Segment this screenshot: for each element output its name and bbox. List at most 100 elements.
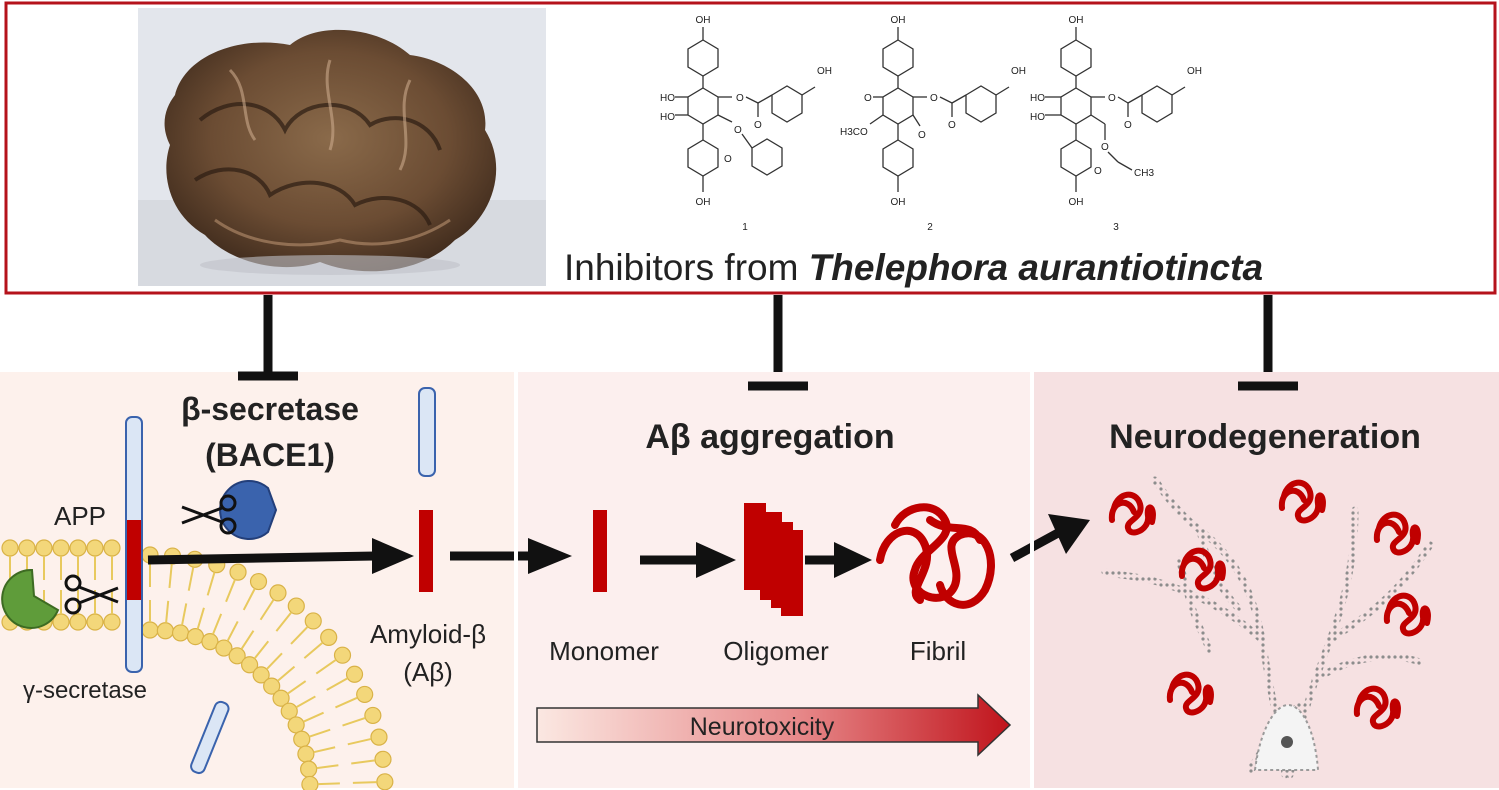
atom-label: OH <box>891 15 906 26</box>
lipid-head <box>374 750 392 768</box>
lipid-head <box>18 539 36 557</box>
atom-label: O <box>930 93 938 104</box>
fibril-icon <box>876 503 995 609</box>
atom-label: O <box>736 93 744 104</box>
atom-label: HO <box>660 112 675 123</box>
lipid-head <box>69 539 87 557</box>
app-protein <box>125 416 143 673</box>
atom-label: O <box>1124 120 1132 131</box>
lipid-head <box>345 665 364 683</box>
amyloid-plaque-icon <box>1278 479 1326 524</box>
atom-label: OH <box>1069 15 1084 26</box>
lipid-head <box>249 572 268 591</box>
atom-label: O <box>918 130 926 141</box>
compound-number: 2 <box>927 222 933 233</box>
panel-aggregation-title: Aβ aggregation <box>645 418 894 456</box>
panel-neurodegeneration-title: Neurodegeneration <box>1109 418 1421 456</box>
lipid-head <box>171 624 190 642</box>
lipid-head <box>52 539 70 557</box>
atom-label: O <box>1094 166 1102 177</box>
lipid-head <box>301 775 319 790</box>
atom-label: O <box>1101 142 1109 153</box>
atom-label: HO <box>660 93 675 104</box>
amyloid-plaque-icon <box>1166 671 1214 716</box>
lipid-head <box>293 730 311 748</box>
neuron-nucleus <box>1281 736 1293 748</box>
panel-neurodegeneration-bg <box>1034 372 1499 788</box>
atom-label: OH <box>696 197 711 208</box>
lipid-head <box>186 627 205 646</box>
lipid-head <box>86 613 104 631</box>
app-label: APP <box>54 501 106 531</box>
atom-label: H3CO <box>840 127 868 138</box>
atom-label: OH <box>1011 66 1026 77</box>
lipid-head <box>287 597 305 615</box>
compound-number: 1 <box>742 222 748 233</box>
cleaved-app-fragment <box>418 387 436 477</box>
neurotoxicity-arrow <box>536 693 1012 757</box>
atom-label: OH <box>1069 197 1084 208</box>
compound-3-structure: OH O O OH HO HO O O CH3 OH 3 <box>1030 15 1202 233</box>
scissors-icon <box>181 494 237 535</box>
atom-label: OH <box>696 15 711 26</box>
amyloid-plaques <box>1108 479 1431 730</box>
amyloid-plaque-icon <box>1383 592 1431 637</box>
amyloid-label-line2: (Aβ) <box>403 657 453 687</box>
amyloid-plaque-icon <box>1178 547 1226 592</box>
atom-label: O <box>754 120 762 131</box>
oligomer-icon <box>744 503 803 616</box>
amyloid-plaque-icon <box>1373 511 1421 556</box>
atom-label: HO <box>1030 112 1045 123</box>
atom-label: O <box>1108 93 1116 104</box>
lipid-head <box>370 728 388 746</box>
panel-bace1-title-line2: (BACE1) <box>205 437 335 473</box>
cell-membrane <box>1 539 394 790</box>
atom-label: O <box>724 154 732 165</box>
atom-label: OH <box>817 66 832 77</box>
lipid-head <box>300 760 318 778</box>
atom-label: OH <box>891 197 906 208</box>
amyloid-beta-peptide <box>419 510 433 592</box>
lipid-head <box>252 666 270 684</box>
panel-bace1-title-line1: β-secretase <box>181 391 359 427</box>
lipid-head <box>364 706 382 725</box>
atom-label: OH <box>1187 66 1202 77</box>
gamma-secretase-enzyme-icon <box>1 568 60 629</box>
compound-number: 3 <box>1113 222 1119 233</box>
lipid-head <box>103 613 121 631</box>
lipid-head <box>333 646 352 664</box>
lipid-head <box>156 622 174 640</box>
mushroom-photo <box>138 8 546 286</box>
neurotoxicity-label: Neurotoxicity <box>690 713 835 741</box>
lipid-head <box>263 677 281 695</box>
lipid-head <box>320 628 338 646</box>
monomer-icon <box>593 510 607 592</box>
lipid-head <box>69 613 87 631</box>
scissors-icon <box>64 574 119 615</box>
atom-label: O <box>948 120 956 131</box>
stage-label-oligomer: Oligomer <box>723 636 829 666</box>
lipid-head <box>280 702 298 720</box>
lipid-head <box>35 539 53 557</box>
lipid-head <box>297 745 315 763</box>
lipid-head <box>287 716 305 734</box>
lipid-head <box>269 584 287 602</box>
amyloid-plaque-icon <box>1353 685 1401 730</box>
lipid-head <box>356 685 374 704</box>
lipid-head <box>304 612 322 630</box>
compound-2-structure: OH O O OH O H3CO O OH 2 <box>840 15 1026 233</box>
lipid-head <box>215 639 233 657</box>
lipid-head <box>103 539 121 557</box>
gamma-secretase-label: γ-secretase <box>23 677 147 704</box>
process-arrows <box>147 514 1090 578</box>
atom-label: CH3 <box>1134 168 1154 179</box>
atom-label: HO <box>1030 93 1045 104</box>
amyloid-plaque-icon <box>1108 491 1156 536</box>
atom-label: O <box>864 93 872 104</box>
lipid-head <box>228 647 246 665</box>
lipid-head <box>86 539 104 557</box>
compound-1-structure: OH O O OH HO HO O O OH 1 <box>660 15 832 233</box>
stage-label-fibril: Fibril <box>910 636 966 666</box>
lipid-head <box>141 621 159 639</box>
